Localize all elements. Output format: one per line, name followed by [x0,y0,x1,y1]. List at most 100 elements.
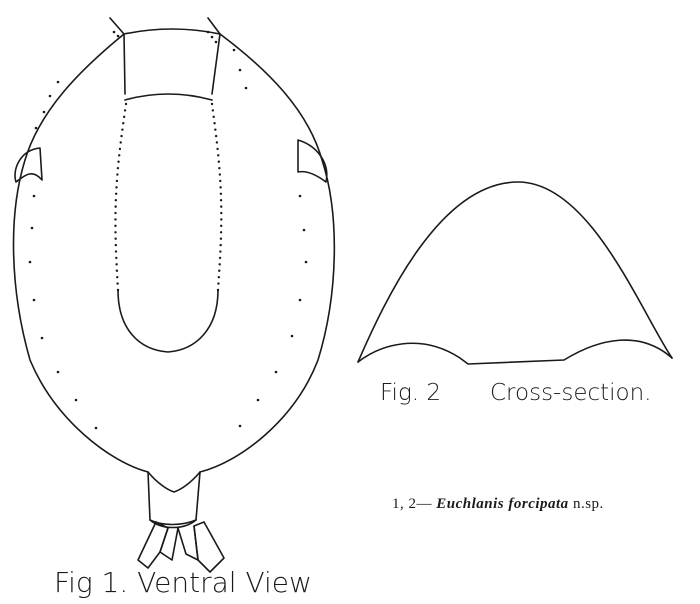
stipple-dot [218,256,222,260]
lateral-antenna-right [297,139,328,183]
stipple-dot [115,263,118,266]
stipple-dot [114,211,117,215]
stipple-dot [220,224,223,228]
fig2-caption-label: Cross-section. [490,380,652,406]
toe-center-left [159,527,179,561]
stipple-dot [114,243,118,247]
stipple-dot [217,275,221,279]
stipple-dot [211,109,215,112]
stipple-dot [114,199,118,202]
stipple-dot [117,160,120,163]
lateral-antenna-left [14,147,43,183]
stipple-dot [219,179,222,183]
stipple-dot [119,141,122,144]
ventral-plate-inner [117,289,219,353]
stipple-dot [219,199,223,202]
fig1-caption: Fig 1. Ventral View [54,566,312,599]
stipple-dot [114,224,117,228]
stipple-dot [220,218,223,221]
stipple-dot [244,86,248,90]
stipple-dot [219,186,222,189]
stipple-dot [122,122,125,125]
toe-right [193,521,225,573]
stipple-dot [94,426,98,430]
fig2-cross-section: Fig. 2 Cross-section. [357,181,673,406]
stipple-dot [214,128,217,131]
stipple-dot [256,398,260,402]
stipple-dot [290,334,294,338]
anterior-dotted-ridge [112,30,218,44]
stipple-dot [232,48,236,52]
stipple-dot [34,126,38,130]
stipple-dot [219,231,223,234]
stipple-dot [42,110,46,114]
stipple-dot [123,109,127,112]
stipple-dot [219,250,222,253]
stipple-dot [217,282,220,285]
stipple-dot [115,186,118,189]
stipple-dot [30,226,34,230]
plate-caption-suffix: n.sp. [573,496,604,512]
stipple-dot [124,102,128,106]
lorica-outline [12,17,336,493]
stipple-dot [217,154,220,157]
stipple-dot [114,218,117,221]
stipple-dot [220,211,223,215]
stipple-dot [32,298,36,302]
stipple-dot [298,194,302,198]
stipple-dot [217,160,221,163]
stipple-dot [56,370,60,374]
stipple-dot [212,115,215,119]
stipple-dot [298,298,302,302]
head-sheath [123,33,221,95]
stipple-dot [115,256,118,260]
plate-caption-species: Euchlanis forcipata [435,496,568,512]
cross-section-base [357,339,673,365]
stipple-dot [115,179,119,183]
stipple-dot [238,424,242,428]
fig1-ventral-view: Fig 1. Ventral View [12,17,336,599]
stipple-dot [218,173,222,176]
stipple-dot [115,269,119,272]
plate-caption: 1, 2— Euchlanis forcipata n.sp. [392,496,604,512]
stipple-dot [74,398,78,402]
foot-joint [149,519,197,529]
stipple-dot [120,134,123,138]
stipple-dot [118,147,122,151]
stipple-dot [114,192,118,195]
cross-section-dome [357,181,673,363]
stipple-dot [213,122,216,125]
stipple-dot [40,336,44,340]
stipple-dot [218,166,221,170]
head-sheath-base [124,93,213,101]
stipple-dot [48,94,52,98]
stipple-dot [114,231,117,234]
stipple-dot [114,205,117,208]
stipple-dot [214,134,218,138]
stipple-dot [238,68,242,72]
stipple-dot [28,260,32,264]
stipple-dot [114,250,118,253]
plate-caption-numbers: 1, 2— [392,496,433,512]
stipple-dot [218,263,221,266]
stipple-dot [116,166,120,170]
stipple-dot [219,192,223,195]
stipple-dot [218,269,221,272]
head-sheath-top [123,28,221,35]
stipple-dot [216,147,219,151]
stipple-dot [122,115,126,119]
stipple-dot [116,275,119,279]
stipple-dot [219,243,222,247]
fig2-caption-number: Fig. 2 [380,380,441,406]
toe-left [137,521,169,569]
ventral-plate-dotted-outline [114,102,223,292]
stipple-dot [56,80,60,84]
stipple-dot [215,141,219,144]
stipple-dot [118,154,121,157]
stipple-dot [219,237,223,240]
marginal-dots [28,48,308,430]
stipple-dot [220,205,223,208]
stipple-dot [114,237,117,240]
stipple-dot [302,228,306,232]
